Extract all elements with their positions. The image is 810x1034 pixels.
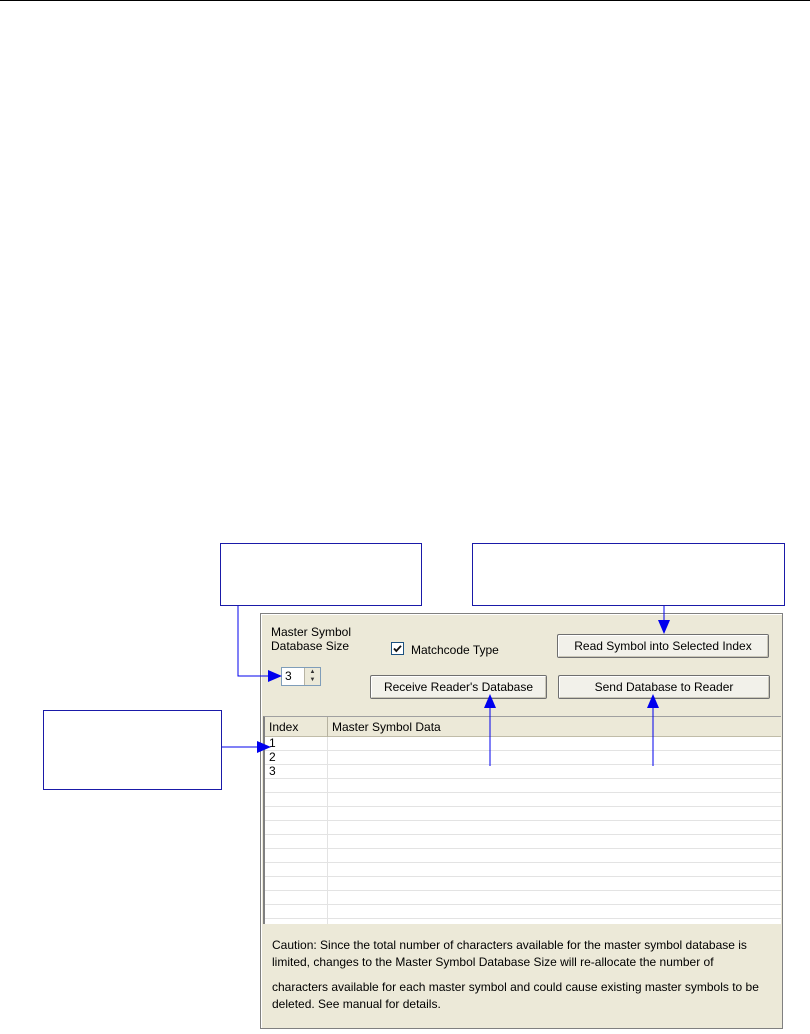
table-row[interactable]: 3 [265, 765, 781, 779]
table-row[interactable] [265, 807, 781, 821]
row-index: 3 [269, 764, 276, 778]
callout-database-size [220, 543, 422, 606]
column-header-data[interactable]: Master Symbol Data [332, 720, 441, 734]
column-header-index[interactable]: Index [265, 717, 328, 737]
table-header: Index Master Symbol Data [265, 717, 781, 737]
table-row[interactable] [265, 779, 781, 793]
spinner-buttons: ▲ ▼ [304, 668, 320, 685]
spin-down-icon[interactable]: ▼ [309, 677, 316, 683]
caution-text: Caution: Since the total number of chara… [272, 937, 777, 1013]
table-row[interactable] [265, 821, 781, 835]
table-row[interactable] [265, 877, 781, 891]
read-symbol-button[interactable]: Read Symbol into Selected Index [557, 634, 769, 658]
top-rule [0, 0, 810, 1]
table-row[interactable] [265, 863, 781, 877]
spin-up-icon[interactable]: ▲ [309, 669, 316, 675]
row-index: 2 [269, 750, 276, 764]
send-database-button[interactable]: Send Database to Reader [558, 675, 770, 699]
receive-database-button[interactable]: Receive Reader's Database [370, 675, 547, 699]
master-symbol-panel: Master Symbol Database Size 3 ▲ ▼ Matchc… [260, 613, 783, 1029]
database-size-label-line2: Database Size [271, 639, 350, 653]
table-row[interactable] [265, 905, 781, 919]
database-size-value[interactable]: 3 [285, 669, 292, 683]
table-row[interactable]: 2 [265, 751, 781, 765]
table-row[interactable]: 1 [265, 737, 781, 751]
row-index: 1 [269, 736, 276, 750]
check-icon [393, 645, 402, 653]
caution-paragraph-1: Caution: Since the total number of chara… [272, 938, 747, 969]
database-size-spinner[interactable]: 3 ▲ ▼ [281, 667, 321, 686]
table-row[interactable] [265, 793, 781, 807]
table-row[interactable] [265, 849, 781, 863]
caution-paragraph-2: characters available for each master sym… [272, 980, 759, 1011]
table-row[interactable] [265, 891, 781, 905]
callout-read-symbol [472, 543, 785, 606]
matchcode-type-label[interactable]: Matchcode Type [411, 643, 499, 657]
database-size-label-line1: Master Symbol [271, 625, 352, 639]
matchcode-type-checkbox[interactable] [391, 642, 404, 655]
table-row[interactable] [265, 835, 781, 849]
column-divider [327, 737, 328, 924]
master-symbol-table: Index Master Symbol Data 1 2 3 [263, 716, 781, 924]
callout-index [43, 710, 222, 790]
